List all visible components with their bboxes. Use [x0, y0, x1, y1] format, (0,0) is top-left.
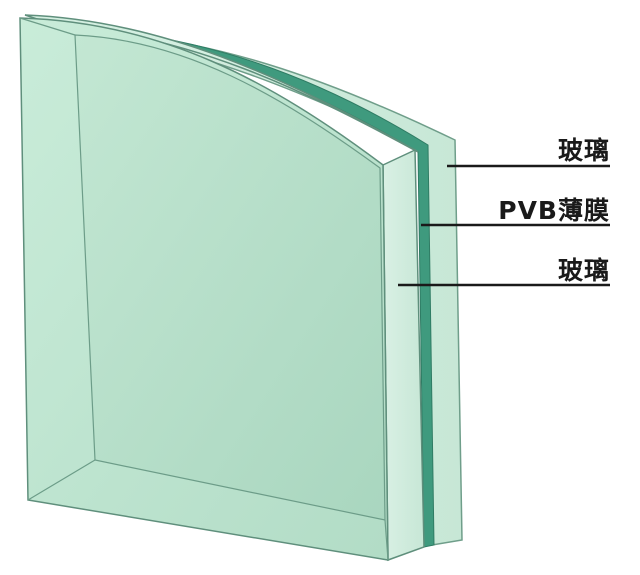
front-glass-side-edge: [382, 148, 425, 562]
label-top-glass: 玻璃: [557, 136, 610, 165]
bevel-line-bottom-left: [27, 459, 96, 501]
bevel-line-top-left: [19, 17, 76, 36]
bevel-line-bottom-right: [384, 519, 389, 561]
front-glass-inner-panel: [74, 34, 386, 521]
label-pvb-film: PVB薄膜: [498, 196, 610, 225]
label-bottom-glass: 玻璃: [557, 256, 610, 285]
